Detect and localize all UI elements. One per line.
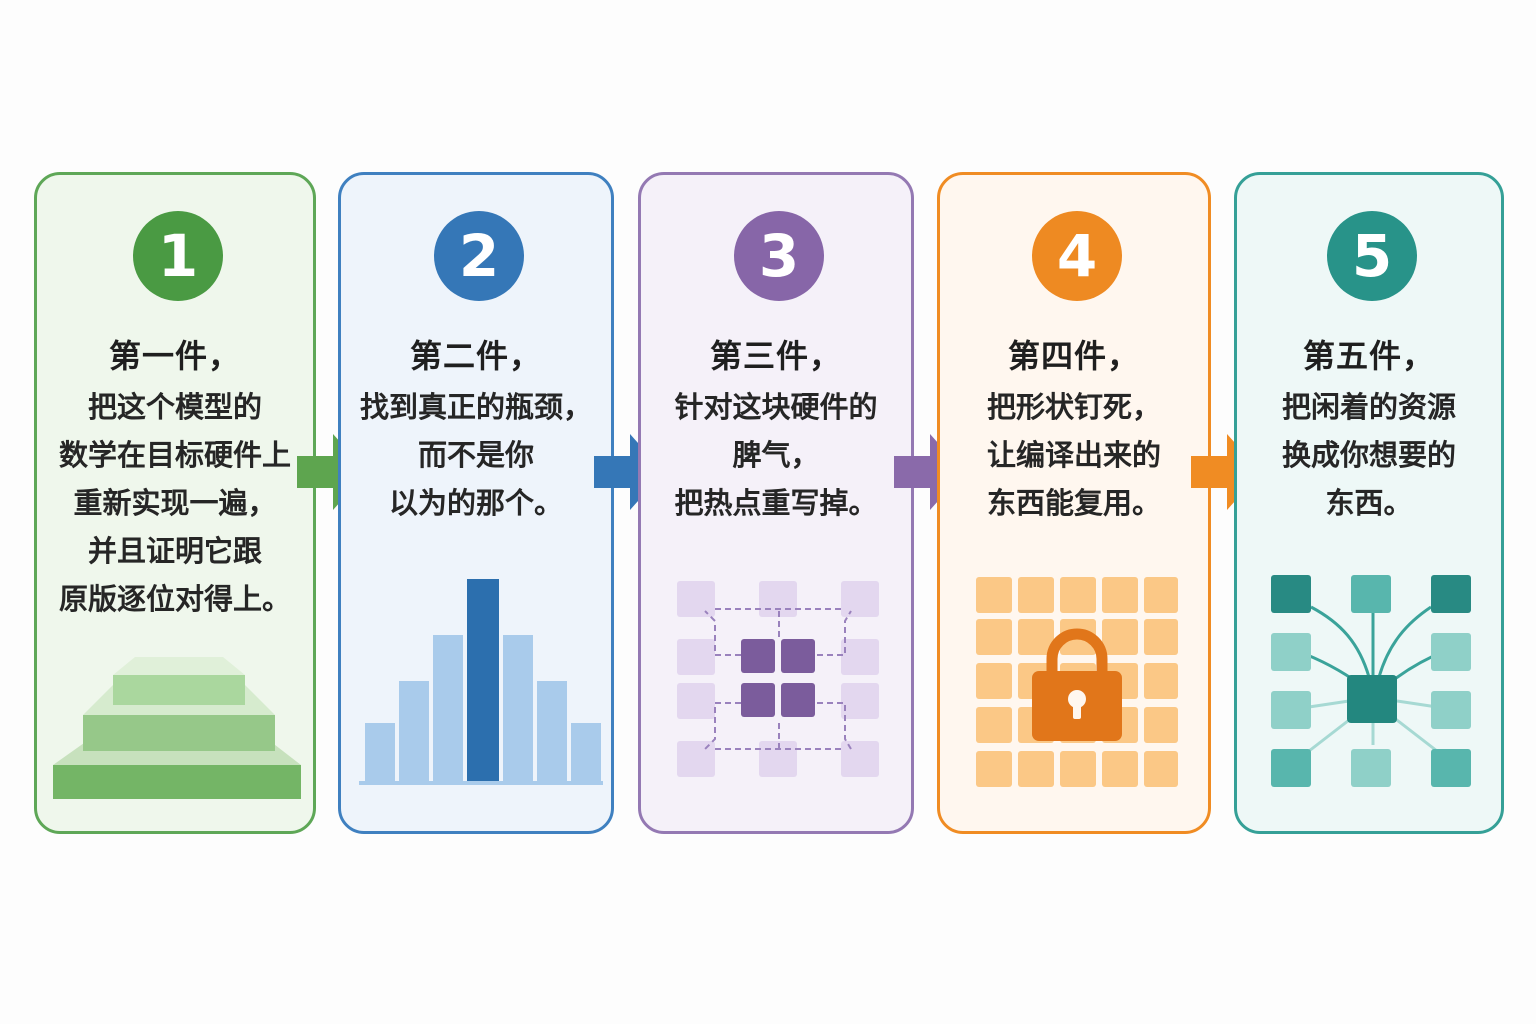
step-title: 第一件， xyxy=(108,337,241,375)
step-card-5: 5 第五件， 把闲着的资源 换成你想要的 东西。 xyxy=(1234,172,1504,834)
step-line: 把闲着的资源 xyxy=(1281,390,1456,424)
step-line: 把这个模型的 xyxy=(87,390,262,424)
step-line: 把形状钉死， xyxy=(986,390,1161,424)
step-line: 东西能复用。 xyxy=(986,486,1161,520)
step-title: 第三件， xyxy=(709,337,842,375)
step-card-2: 2 第二件， 找到真正的瓶颈， 而不是你 以为的那个。 xyxy=(338,172,614,834)
step-card-4: 4 第四件， 把形状钉死， 让编译出来的 东西能复用。 xyxy=(937,172,1211,834)
step-card-1: 1 第一件， 把这个模型的 数学在目标硬件上 重新实现一遍， 并且证明它跟 原版… xyxy=(34,172,316,834)
step-line: 并且证明它跟 xyxy=(87,534,262,568)
step-line: 针对这块硬件的 xyxy=(674,390,878,424)
step-line: 脾气， xyxy=(732,438,820,472)
step-description: 把形状钉死， 让编译出来的 东西能复用。 xyxy=(940,383,1208,527)
step-title: 第四件， xyxy=(1007,337,1140,375)
step-description: 找到真正的瓶颈， 而不是你 以为的那个。 xyxy=(341,383,611,527)
step-number-badge: 5 xyxy=(1327,211,1417,301)
step-line: 东西。 xyxy=(1325,486,1413,520)
step-number-badge: 3 xyxy=(734,211,824,301)
step-title: 第二件， xyxy=(409,337,542,375)
stacked-layers-icon xyxy=(53,657,301,799)
step-number-badge: 1 xyxy=(133,211,223,301)
resource-distribution-icon xyxy=(1271,575,1471,787)
step-line: 让编译出来的 xyxy=(986,438,1161,472)
step-line: 数学在目标硬件上 xyxy=(58,438,291,472)
step-description: 把这个模型的 数学在目标硬件上 重新实现一遍， 并且证明它跟 原版逐位对得上。 xyxy=(37,383,313,623)
step-number-badge: 2 xyxy=(434,211,524,301)
step-line: 重新实现一遍， xyxy=(73,486,277,520)
step-description: 针对这块硬件的 脾气， 把热点重写掉。 xyxy=(641,383,911,527)
step-card-3: 3 第三件， 针对这块硬件的 脾气， 把热点重写掉。 xyxy=(638,172,914,834)
bar-chart-icon xyxy=(359,579,603,785)
step-line: 原版逐位对得上。 xyxy=(58,582,291,616)
lock-grid-icon xyxy=(976,577,1178,787)
step-title: 第五件， xyxy=(1302,337,1435,375)
step-line: 以为的那个。 xyxy=(388,486,563,520)
step-line: 把热点重写掉。 xyxy=(674,486,878,520)
step-description: 把闲着的资源 换成你想要的 东西。 xyxy=(1237,383,1501,527)
step-line: 找到真正的瓶颈， xyxy=(359,390,592,424)
step-line: 而不是你 xyxy=(417,438,534,472)
step-line: 换成你想要的 xyxy=(1281,438,1456,472)
step-number-badge: 4 xyxy=(1032,211,1122,301)
hotspot-grid-icon xyxy=(677,581,879,777)
